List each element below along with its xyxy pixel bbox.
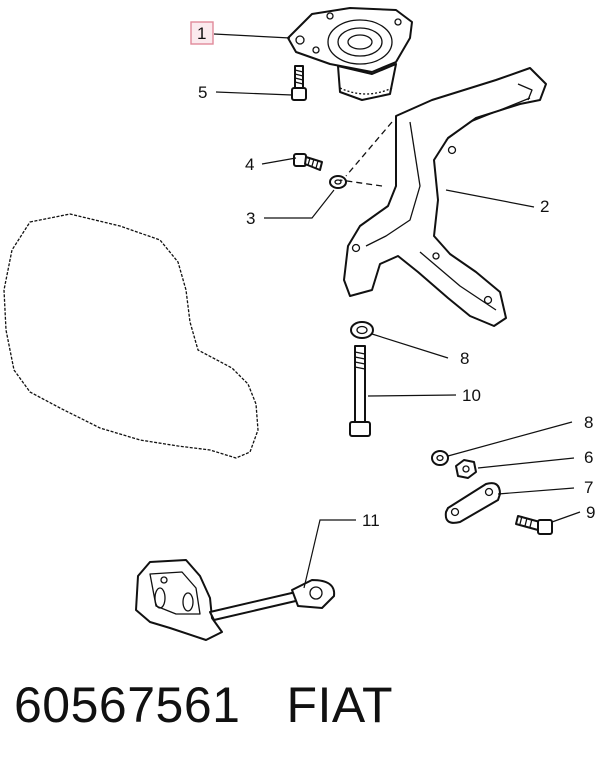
part-8-lower-washer	[431, 450, 449, 466]
part-caption: 60567561 FIAT	[14, 676, 393, 734]
part-1-upper-mount	[287, 7, 413, 101]
part-10-long-bolt	[349, 345, 371, 437]
callout-8-upper: 8	[460, 349, 469, 368]
part-8-upper-washer	[350, 321, 374, 339]
gearbox-outline	[3, 213, 259, 459]
part-6-nut	[455, 459, 477, 479]
part-7-link-plate	[444, 482, 501, 524]
callout-5: 5	[198, 83, 207, 102]
part-3-washer	[329, 175, 347, 189]
callout-6: 6	[584, 448, 593, 467]
callout-labels: 1 5 4 3 2 8 10 8 6 7 9 11	[190, 21, 595, 530]
part-4-bolt	[293, 153, 323, 171]
callout-2: 2	[540, 197, 549, 216]
leader-lines	[213, 33, 581, 589]
callout-1: 1	[197, 24, 206, 43]
callout-1-highlight	[190, 21, 214, 45]
part-9-bolt	[515, 515, 553, 535]
part-5-bolt	[291, 65, 307, 101]
brand-name: FIAT	[286, 677, 394, 733]
callout-10: 10	[462, 386, 481, 405]
part-2-bracket	[339, 67, 547, 327]
callout-9: 9	[586, 503, 595, 522]
part-11-torque-rod	[135, 559, 336, 641]
callout-3: 3	[246, 209, 255, 228]
part-number: 60567561	[14, 677, 241, 733]
callout-7: 7	[584, 478, 593, 497]
callout-4: 4	[245, 155, 254, 174]
callout-8-lower: 8	[584, 413, 593, 432]
callout-11: 11	[362, 511, 380, 530]
